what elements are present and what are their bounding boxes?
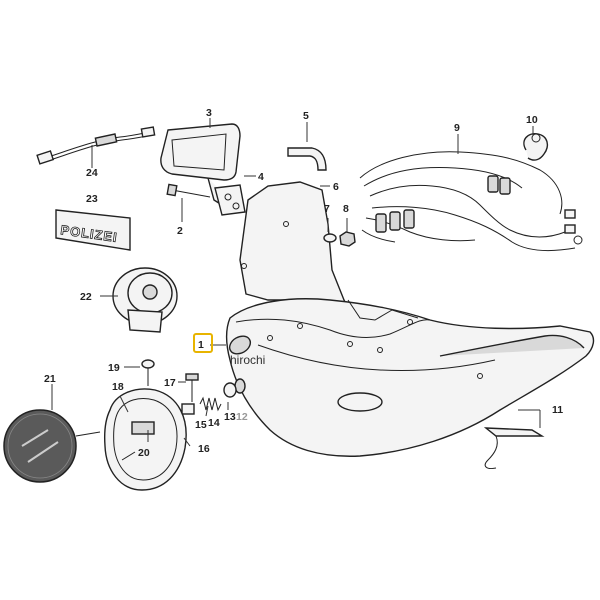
callout-13: 13 — [224, 411, 236, 423]
part-21-lens — [3, 409, 101, 483]
callout-7: 7 — [324, 203, 330, 215]
part-14-spring — [199, 396, 222, 412]
part-4-bracket — [214, 184, 246, 216]
callout-12: 12 — [236, 411, 248, 423]
callout-24: 24 — [86, 167, 98, 179]
callout-22: 22 — [80, 291, 92, 303]
callout-11: 11 — [552, 404, 563, 416]
part-10-connector — [523, 133, 549, 161]
callout-8: 8 — [343, 203, 349, 215]
callouts: 1 2 3 4 5 6 7 8 9 10 11 12 13 14 15 16 1… — [44, 107, 563, 459]
callout-9: 9 — [454, 122, 460, 134]
leader-lines — [51, 118, 541, 447]
callout-19: 19 — [108, 362, 120, 374]
callout-10: 10 — [526, 114, 538, 126]
callout-14: 14 — [208, 417, 220, 429]
callout-20: 20 — [138, 447, 150, 459]
part-23-plate: POLIZEI — [55, 209, 131, 251]
part-2-bolt — [166, 183, 211, 198]
part-22-housing — [112, 267, 178, 333]
callout-2: 2 — [177, 225, 183, 237]
part-15-clip — [181, 403, 195, 415]
part-7-washer — [323, 218, 337, 243]
callout-4: 4 — [258, 171, 264, 183]
highlight-callout-1 — [193, 333, 213, 353]
part-1-fairing — [225, 298, 595, 457]
callout-3: 3 — [206, 107, 212, 119]
part-5-hose — [287, 147, 327, 171]
part-8-nut — [339, 218, 356, 247]
part-13-nut — [223, 382, 237, 398]
part-17-screw — [185, 373, 199, 402]
callout-17: 17 — [164, 377, 176, 389]
part-6-windscreen — [239, 181, 352, 313]
part-18-headlight-ring — [103, 388, 187, 491]
callout-16: 16 — [198, 443, 210, 455]
callout-6: 6 — [333, 181, 339, 193]
part-19-screw — [141, 359, 155, 386]
part-24-cable — [36, 126, 156, 165]
part-9-harness — [359, 151, 583, 251]
callout-23: 23 — [86, 193, 98, 205]
callout-21: 21 — [44, 373, 56, 385]
callout-5: 5 — [303, 110, 309, 122]
callout-15: 15 — [195, 419, 207, 431]
callout-18: 18 — [112, 381, 124, 393]
watermark-text: hirochi — [230, 353, 265, 367]
callout-1: 1 — [198, 339, 204, 351]
part-11-tab — [483, 427, 545, 469]
